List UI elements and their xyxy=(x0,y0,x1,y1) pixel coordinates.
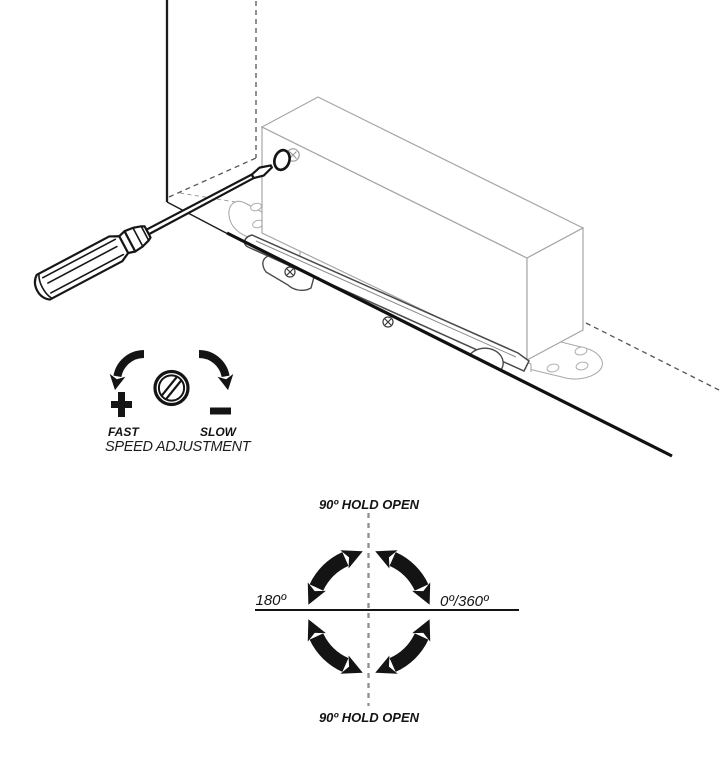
channel-screw-icon xyxy=(284,266,296,278)
door-bottom-edge xyxy=(226,231,673,458)
closer-end-face xyxy=(526,226,584,362)
channel-inner-line xyxy=(255,240,517,358)
slide-channel xyxy=(243,234,530,372)
slotted-screw-icon xyxy=(153,369,190,407)
hold-open-bottom-label: 90º HOLD OPEN xyxy=(319,710,420,725)
channel-screw-icon xyxy=(382,316,394,328)
adjustment-hole xyxy=(273,148,291,172)
arc-arrow-top-left-icon xyxy=(307,550,363,605)
curved-arrow-cw-icon xyxy=(198,350,234,391)
speed-adjustment-legend: FAST SLOW SPEED ADJUSTMENT xyxy=(105,350,252,455)
slow-label: SLOW xyxy=(200,425,238,439)
door-hidden-bottom-edge xyxy=(168,157,257,198)
handle-butt-line xyxy=(38,273,53,299)
angle-0-360-label: 0º/360º xyxy=(440,593,490,610)
curved-arrow-ccw-icon xyxy=(109,350,145,391)
screwdriver-icon xyxy=(33,164,273,301)
angle-180-label: 180º xyxy=(255,592,287,609)
door-closer-body xyxy=(260,96,585,362)
plate-screw-hole xyxy=(574,346,588,356)
rotation-diagram: 90º HOLD OPEN 90º HOLD OPEN 180º 0º/360º xyxy=(255,497,519,725)
arc-arrow-bottom-right-icon xyxy=(375,619,431,674)
channel-end-cap xyxy=(468,347,504,371)
arc-arrow-top-right-icon xyxy=(375,550,431,605)
plus-icon xyxy=(111,392,132,417)
arc-arrow-bottom-left-icon xyxy=(307,619,363,674)
speed-adjustment-caption: SPEED ADJUSTMENT xyxy=(105,439,252,455)
door-bottom-corner-edge xyxy=(166,201,229,235)
minus-icon xyxy=(210,407,231,415)
door-hidden-bottom-right xyxy=(585,322,720,391)
fast-label: FAST xyxy=(108,425,140,439)
hold-open-top-label: 90º HOLD OPEN xyxy=(319,497,420,512)
ferrule-facets xyxy=(132,225,150,248)
plate-screw-hole xyxy=(546,363,560,373)
installation-view xyxy=(33,0,720,458)
plate-screw-hole xyxy=(250,202,262,212)
handle-grip-lines xyxy=(42,238,125,294)
screwdriver-blade xyxy=(250,164,273,180)
plate-screw-hole xyxy=(575,361,589,371)
